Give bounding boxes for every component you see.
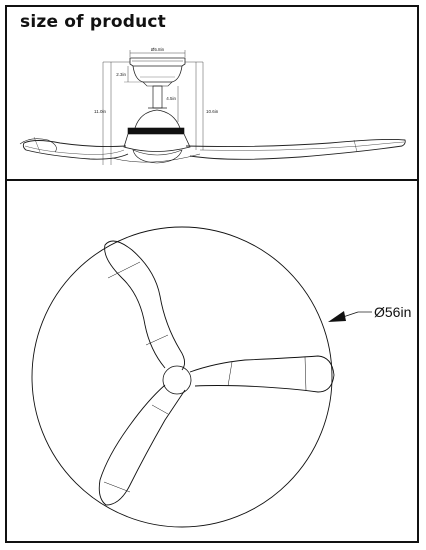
blade-left-edge bbox=[24, 145, 125, 155]
hub bbox=[162, 365, 192, 395]
dim-canopy-label: 2.3in bbox=[116, 72, 126, 77]
blade-right bbox=[185, 138, 406, 160]
blade-right-section-2 bbox=[227, 361, 233, 387]
dim-top-width-label: Ø5.8in bbox=[151, 47, 165, 52]
page-frame bbox=[5, 5, 419, 543]
blade-right-section-1 bbox=[304, 356, 307, 392]
blade-bottom-left-section-1 bbox=[103, 481, 131, 493]
blade-top-left bbox=[104, 240, 185, 371]
downrod bbox=[152, 85, 163, 109]
page-title: size of product bbox=[20, 12, 166, 32]
blade-right-top bbox=[189, 355, 335, 393]
blade-bottom-left bbox=[98, 384, 186, 506]
motor-housing-top bbox=[134, 109, 181, 129]
dim-total-right-label: 10.6in bbox=[206, 109, 219, 114]
leader-arrowhead bbox=[328, 311, 346, 322]
blade-bottom-left-section-2 bbox=[151, 404, 169, 415]
diameter-leader bbox=[328, 311, 372, 322]
motor-band bbox=[127, 127, 185, 135]
canopy-neck bbox=[142, 81, 173, 87]
blade-right-edge bbox=[199, 141, 405, 151]
blade-back-curve bbox=[19, 138, 57, 153]
side-view bbox=[19, 50, 406, 165]
motor-housing-bottom bbox=[123, 133, 191, 152]
sweep-circle bbox=[31, 226, 333, 528]
dim-downrod-label: 4.5in bbox=[166, 96, 176, 101]
blade-top-left-section-2 bbox=[145, 334, 169, 346]
canopy bbox=[132, 65, 183, 83]
blade-right-section bbox=[353, 139, 358, 153]
light-cover bbox=[132, 149, 183, 164]
top-view bbox=[31, 226, 335, 528]
blade-top-left-section-1 bbox=[107, 261, 141, 279]
blade-left bbox=[22, 140, 129, 160]
mounting-plate bbox=[129, 57, 186, 67]
blade-under-sweep bbox=[111, 153, 201, 163]
diameter-label: Ø56in bbox=[374, 304, 411, 320]
dim-total-left-label: 11.0in bbox=[94, 109, 106, 114]
blade-left-section bbox=[33, 136, 41, 153]
